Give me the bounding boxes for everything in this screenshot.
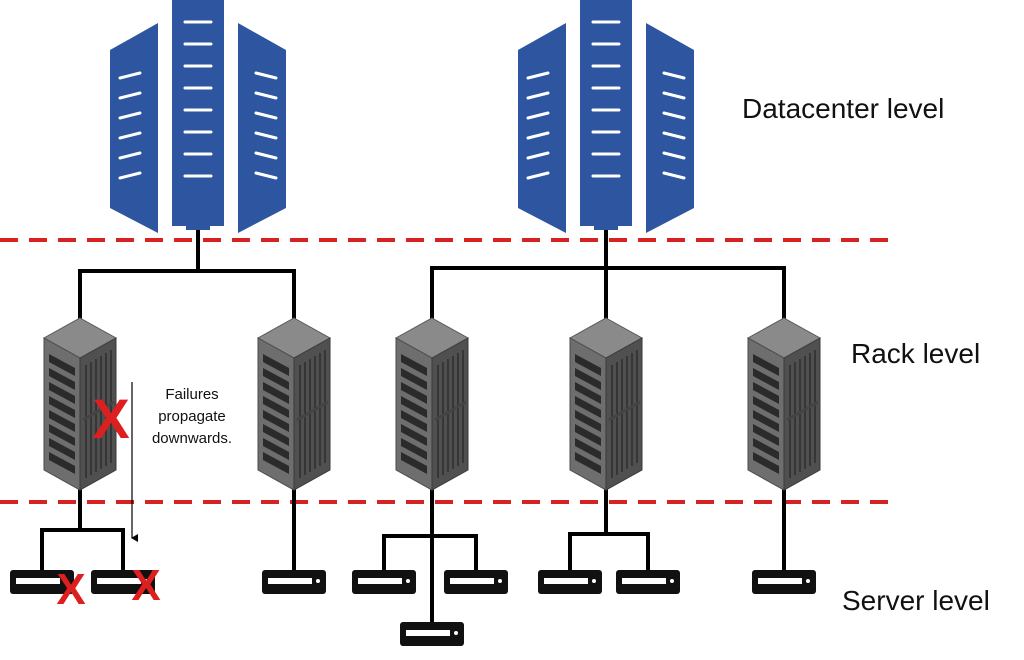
datacenter-1-links (78, 223, 296, 324)
rack-4-links (568, 486, 650, 572)
server-9-icon (752, 570, 816, 594)
failure-note-line-2: propagate (158, 408, 226, 425)
server-2-failure-mark: X (131, 561, 160, 610)
rack-3-icon (394, 316, 470, 492)
server-8-icon (616, 570, 680, 594)
server-5-icon (444, 570, 508, 594)
server-level-label: Server level (842, 585, 990, 616)
rack-level-label: Rack level (851, 338, 980, 369)
server-7-icon (538, 570, 602, 594)
rack-failure-mark: X (92, 387, 129, 450)
server-3-icon (262, 570, 326, 594)
rack-5-icon (746, 316, 822, 492)
rack-1-links (40, 486, 125, 572)
rack-2-icon (256, 316, 332, 492)
datacenter-1-icon (108, 0, 288, 235)
datacenter-level-label: Datacenter level (742, 93, 944, 124)
server-4-icon (352, 570, 416, 594)
datacenter-2-links (430, 223, 786, 324)
datacenter-2-icon (516, 0, 696, 235)
server-1-failure-mark: X (56, 565, 85, 614)
failure-note-line-1: Failures (165, 386, 218, 403)
rack-4-icon (568, 316, 644, 492)
server-6-icon (400, 622, 464, 646)
failure-note-line-3: downwards. (152, 430, 232, 447)
rack-3-links (382, 486, 478, 624)
